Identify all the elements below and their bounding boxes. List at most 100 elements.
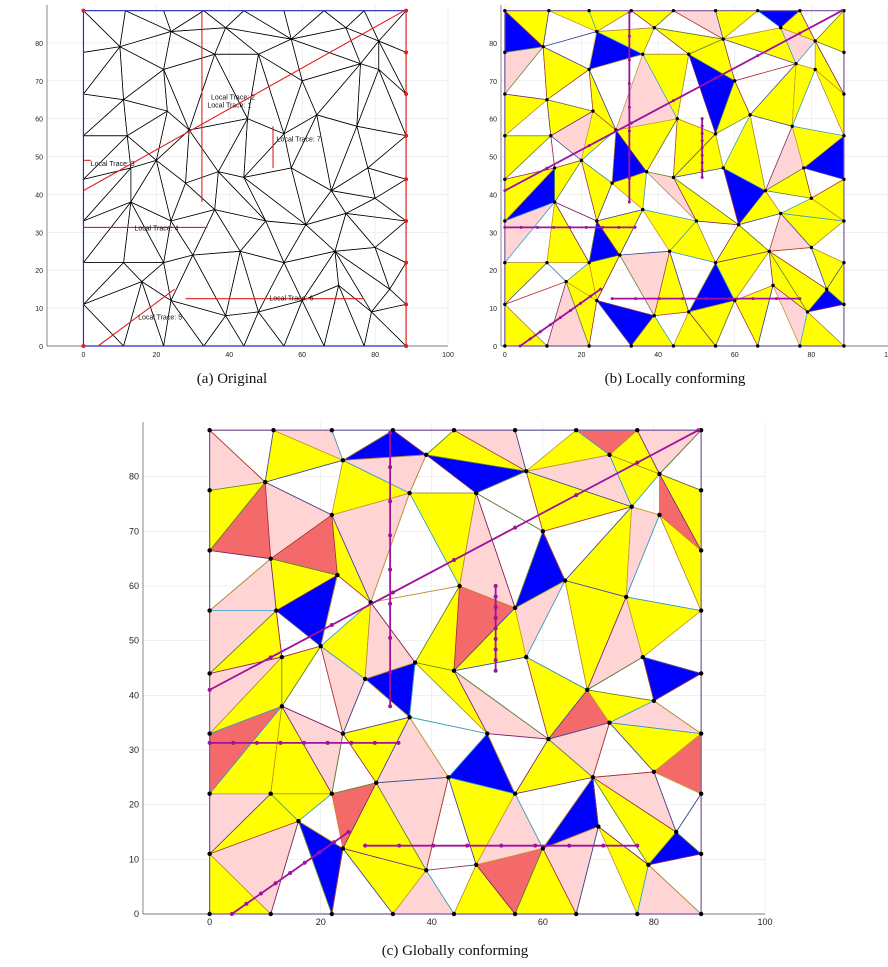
trace-node — [798, 31, 802, 35]
mesh-element — [504, 262, 548, 306]
x-tick-label: 100 — [757, 917, 772, 927]
mesh-element — [316, 114, 358, 192]
mesh-node — [842, 344, 846, 348]
trace-node — [700, 139, 704, 143]
mesh-element — [217, 171, 267, 222]
trace-node — [493, 668, 498, 673]
boundary-node — [404, 218, 409, 223]
x-tick-label: 40 — [654, 352, 662, 359]
trace-node — [259, 891, 264, 896]
trace-node — [268, 655, 273, 660]
trace-node — [325, 740, 330, 745]
mesh-node — [207, 608, 212, 613]
mesh-node — [733, 298, 737, 303]
mesh-node — [698, 608, 704, 613]
mesh-element — [548, 10, 598, 33]
y-tick-label: 80 — [129, 472, 139, 482]
mesh-element — [630, 10, 675, 29]
mesh-node — [595, 29, 599, 34]
x-tick-label: 20 — [316, 917, 326, 927]
mesh-node — [390, 911, 396, 917]
y-tick-label: 30 — [35, 230, 43, 237]
trace-node — [493, 615, 498, 620]
boundary-node — [404, 50, 409, 55]
trace-node — [700, 146, 704, 150]
mesh-element — [119, 10, 172, 48]
mesh-node — [721, 166, 725, 170]
mesh-node — [503, 302, 507, 307]
mesh-node — [809, 196, 814, 200]
mesh-node — [629, 504, 634, 509]
trace-label: Local Trace: 7 — [277, 136, 321, 143]
mesh-node — [503, 92, 507, 96]
boundary-node — [404, 92, 409, 97]
mesh-node — [207, 911, 212, 917]
fracture-trace — [83, 10, 405, 192]
y-tick-label: 30 — [129, 745, 139, 755]
trace-node — [493, 584, 498, 588]
x-tick-label: 0 — [503, 352, 507, 359]
trace-node — [493, 647, 498, 652]
trace-node — [756, 54, 760, 58]
mesh-node — [552, 166, 557, 170]
x-tick-label: 0 — [82, 352, 86, 359]
mesh-node — [457, 583, 462, 589]
mesh-element — [504, 93, 548, 137]
mesh-element — [636, 864, 703, 915]
mesh-element — [799, 311, 845, 347]
mesh-node — [698, 911, 704, 917]
mesh-node — [573, 911, 579, 917]
mesh-node — [512, 605, 518, 611]
trace-node — [610, 297, 614, 301]
trace-node — [700, 161, 704, 165]
mesh-node — [596, 824, 601, 829]
mesh-element — [374, 178, 407, 222]
y-tick-label: 40 — [35, 192, 43, 199]
trace-node — [388, 499, 393, 504]
y-tick-label: 60 — [35, 117, 43, 124]
mesh-node — [552, 200, 557, 204]
mesh-element — [155, 159, 186, 223]
trace-node — [349, 740, 354, 745]
mesh-node — [651, 698, 657, 703]
trace-node — [751, 297, 755, 301]
mesh-element — [202, 10, 245, 29]
trace-node — [254, 740, 259, 745]
mesh-node — [805, 310, 810, 314]
mesh-node — [340, 458, 346, 463]
mesh-element — [82, 99, 128, 137]
mesh-element — [588, 10, 633, 33]
mesh-node — [644, 170, 649, 174]
mesh-element — [83, 262, 143, 305]
fracture-trace — [97, 288, 175, 347]
trace-label: Local Trace: 1 — [207, 102, 251, 109]
mesh-element — [625, 506, 661, 598]
trace-node — [397, 843, 402, 848]
mesh-node — [721, 37, 725, 41]
boundary-node — [81, 8, 86, 13]
mesh-element — [289, 27, 362, 65]
trace-node — [493, 658, 498, 663]
mesh-element — [356, 125, 407, 169]
mesh-node — [635, 428, 640, 433]
mesh-node — [503, 134, 507, 138]
mesh-element — [345, 212, 407, 248]
mesh-node — [842, 92, 846, 96]
mesh-node — [329, 911, 335, 917]
trace-node — [533, 843, 538, 848]
trace-node — [629, 121, 633, 125]
y-tick-label: 20 — [489, 268, 497, 275]
mesh-node — [547, 8, 551, 13]
trace-node — [681, 297, 685, 301]
mesh-node — [618, 253, 622, 257]
mesh-element — [214, 27, 260, 55]
mesh-element — [504, 46, 544, 96]
mesh-node — [756, 344, 760, 348]
mesh-element — [749, 62, 797, 127]
mesh-element — [217, 118, 248, 178]
caption-locally-conforming: (b) Locally conforming — [605, 371, 746, 387]
mesh-element — [224, 10, 292, 40]
mesh-node — [485, 731, 490, 736]
trace-node — [627, 200, 631, 204]
